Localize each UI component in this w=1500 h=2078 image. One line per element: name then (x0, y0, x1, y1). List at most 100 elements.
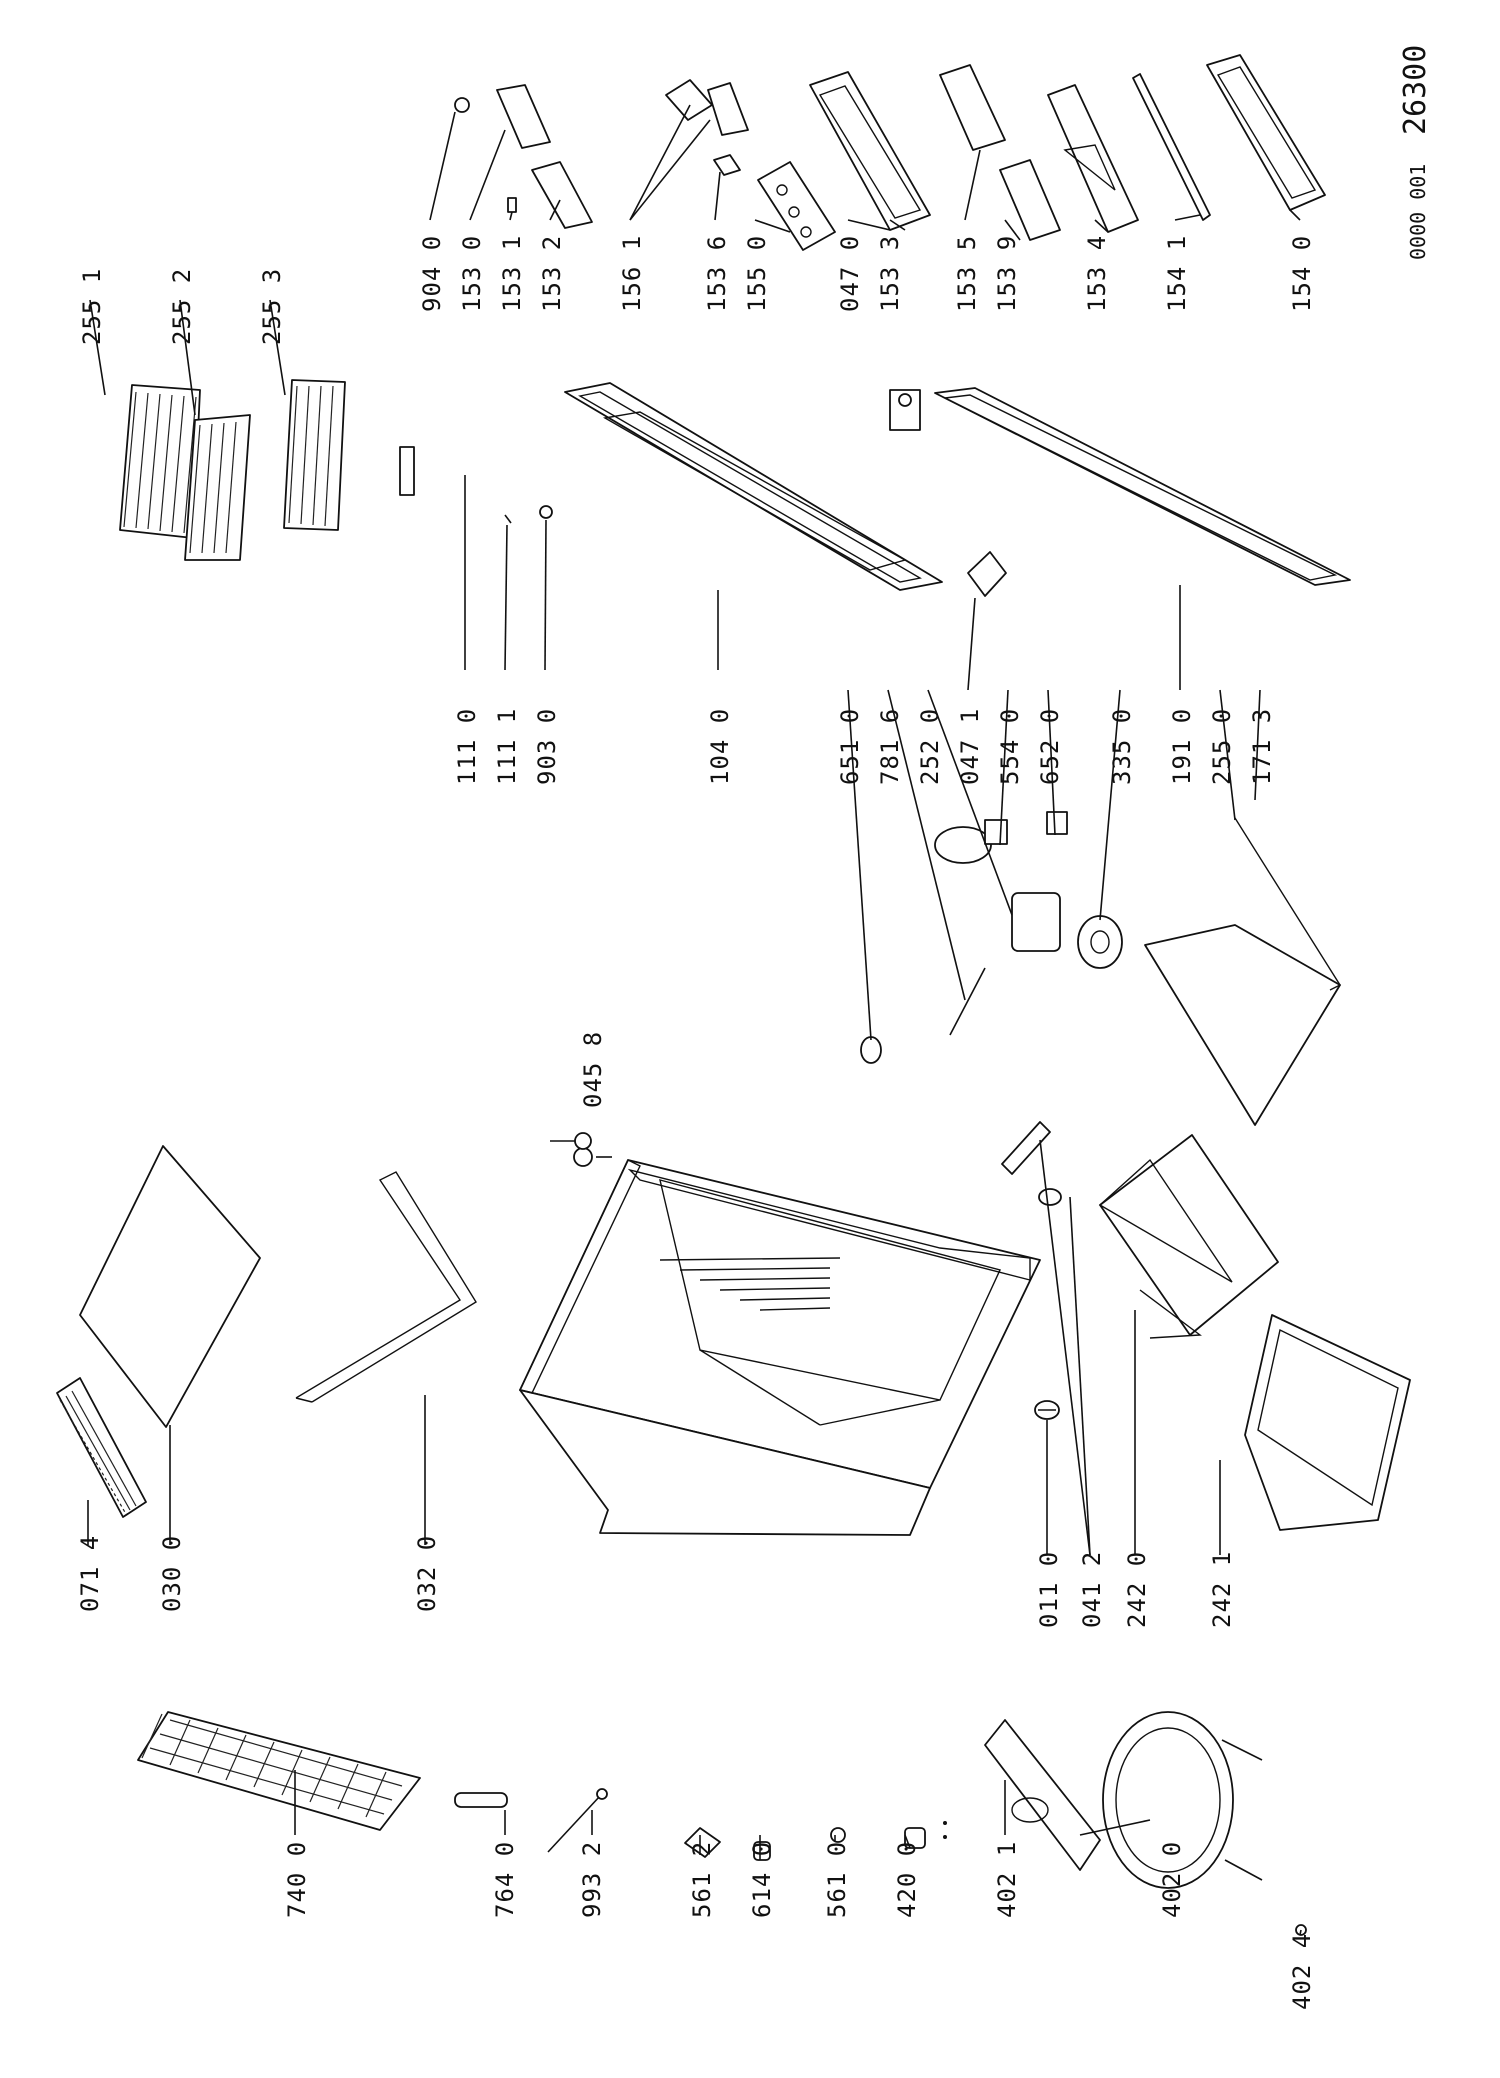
label-5540: 554 0 (996, 708, 1024, 785)
label-1540: 154 0 (1288, 235, 1316, 312)
top-panel-part (79, 1145, 261, 1428)
label-1536: 153 6 (703, 235, 731, 312)
label-2420: 242 0 (1123, 1551, 1151, 1628)
adjustable-foot-part (1034, 1400, 1060, 1420)
label-5610: 561 0 (823, 1841, 851, 1918)
label-1910: 191 0 (1168, 708, 1196, 785)
label-2552: 255 2 (168, 268, 196, 345)
label-1541: 154 1 (1163, 235, 1191, 312)
butter-compartment-part (665, 79, 749, 136)
capacitor-part (904, 1821, 947, 1849)
label-1111: 111 1 (493, 708, 521, 785)
label-0458: 045 8 (579, 1031, 607, 1108)
wire-shelf-1-part (119, 384, 201, 539)
label-0471: 047 1 (956, 708, 984, 785)
condenser-coil-part (137, 1711, 421, 1831)
label-1532: 153 2 (538, 235, 566, 312)
dairy-bin-part (1047, 84, 1139, 233)
label-4021: 402 1 (993, 1841, 1021, 1918)
inner-door-part (564, 382, 943, 591)
label-2553: 255 3 (258, 268, 286, 345)
label-0714: 071 4 (76, 1535, 104, 1612)
label-4024: 402 4 (1288, 1933, 1316, 2010)
retaining-clip-part (539, 505, 553, 519)
lamp-holder-part (1046, 811, 1068, 835)
label-0470: 047 0 (836, 235, 864, 312)
label-0300: 030 0 (158, 1535, 186, 1612)
label-2421: 242 1 (1208, 1551, 1236, 1628)
lower-hinge-part (967, 551, 1007, 597)
label-9932: 993 2 (578, 1841, 606, 1918)
label-3350: 335 0 (1108, 708, 1136, 785)
part-number-labels: 071 4 030 0 032 0 011 0 041 2 242 0 242 … (76, 235, 1316, 2010)
label-1713: 171 3 (1248, 708, 1276, 785)
large-drawer-part (1244, 1314, 1411, 1531)
label-7640: 764 0 (491, 1841, 519, 1918)
label-4200: 420 0 (893, 1841, 921, 1918)
latch-part (713, 154, 741, 176)
thermostat-housing-part (934, 826, 1061, 952)
label-9030: 903 0 (533, 708, 561, 785)
label-1530: 153 0 (458, 235, 486, 312)
leader-lines (87, 104, 1302, 1936)
label-1110: 111 0 (453, 708, 481, 785)
label-6510: 651 0 (836, 708, 864, 785)
compressor-part (1102, 1711, 1263, 1889)
label-2520: 252 0 (916, 708, 944, 785)
glass-plate-part (1144, 924, 1341, 1126)
compressor-cover-part (984, 1719, 1101, 1871)
small-clip-part (507, 197, 517, 213)
overload-protector-part (753, 1841, 771, 1861)
label-9040: 904 0 (418, 235, 446, 312)
lamp-connector-part (949, 967, 986, 1036)
label-0320: 032 0 (413, 1535, 441, 1612)
label-1535: 153 5 (953, 235, 981, 312)
label-1040: 104 0 (706, 708, 734, 785)
label-2550: 255 0 (1208, 708, 1236, 785)
label-1550: 155 0 (743, 235, 771, 312)
ventilation-grille-part (56, 1377, 147, 1518)
label-1533: 153 3 (876, 235, 904, 312)
label-1561: 156 1 (618, 235, 646, 312)
wire-shelf-2-part (184, 414, 251, 561)
filter-drier-part (454, 1792, 508, 1808)
door-bin-small-part (939, 64, 1006, 151)
door-switch-part (984, 819, 1008, 845)
label-6520: 652 0 (1036, 708, 1064, 785)
nut-part (454, 97, 470, 113)
thermostat-knob-part (1077, 915, 1123, 969)
label-7816: 781 6 (876, 708, 904, 785)
hinge-pin-part (574, 1132, 592, 1150)
door-bin-medium-part (999, 159, 1061, 241)
top-frame-part (295, 1171, 477, 1403)
label-0110: 011 0 (1035, 1551, 1063, 1628)
upper-hinge-part (889, 389, 921, 431)
label-4020: 402 0 (1158, 1841, 1186, 1918)
wire-shelf-3-part (283, 379, 346, 531)
plate-profile-part (1234, 817, 1342, 991)
crisper-drawer-part (1098, 1134, 1279, 1339)
document-code-number: 26300 (1398, 45, 1433, 135)
label-0412: 041 2 (1078, 1551, 1106, 1628)
document-code-prefix: 0000 001 (1406, 164, 1430, 260)
screw-part (504, 514, 512, 524)
bottle-bin-part (1206, 54, 1326, 211)
label-7400: 740 0 (283, 1841, 311, 1918)
drier-tool-part (547, 1788, 608, 1853)
label-1539: 153 9 (993, 235, 1021, 312)
cabinet-body-part (519, 1147, 1041, 1536)
door-gasket-part (934, 387, 1351, 586)
retaining-bar-part (1132, 73, 1211, 221)
label-1534: 153 4 (1083, 235, 1111, 312)
lamp-part (860, 1036, 882, 1064)
hinge-plate-part (1001, 1121, 1062, 1206)
label-1531: 153 1 (498, 235, 526, 312)
label-5612: 561 2 (688, 1841, 716, 1918)
label-6140: 614 0 (748, 1841, 776, 1918)
clip-part (830, 1827, 846, 1843)
door-bin-large-part (809, 71, 931, 231)
egg-rack-part (496, 84, 593, 229)
document-code: 26300 0000 001 (1398, 45, 1433, 260)
starter-relay-part (684, 1827, 721, 1858)
